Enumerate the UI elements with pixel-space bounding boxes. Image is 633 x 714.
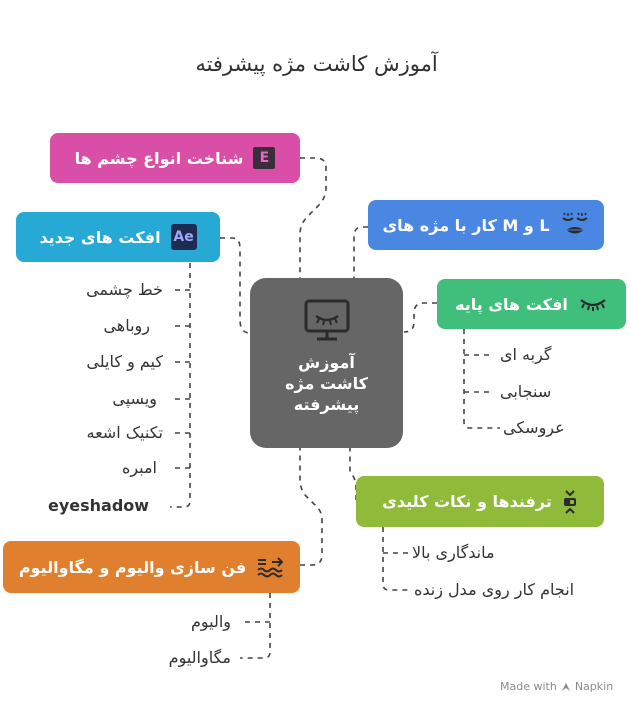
footer-credit: Made with Napkin bbox=[500, 680, 613, 693]
center-line-1: آموزش bbox=[298, 353, 355, 372]
branch-lm-curls[interactable]: L و M کار با مژه های bbox=[368, 200, 604, 250]
branch-new-effects-label: افکت های جدید bbox=[39, 227, 161, 247]
center-line-2: کاشت مژه bbox=[285, 374, 368, 393]
leaf-tip-1: ماندگاری بالا bbox=[412, 543, 495, 562]
branch-basic-effects-label: افکت های پایه bbox=[455, 294, 568, 314]
tips-toggle-icon bbox=[563, 489, 576, 514]
leaf-basic-effect-1: گربه ای bbox=[500, 345, 552, 364]
monitor-closed-eye-icon bbox=[304, 299, 350, 341]
center-topic-node[interactable]: آموزش کاشت مژه پیشرفته bbox=[250, 278, 403, 448]
made-with-text: Made with bbox=[500, 680, 557, 693]
branch-basic-effects[interactable]: افکت های پایه bbox=[437, 279, 626, 329]
leaf-new-effect-3: کیم و کایلی bbox=[86, 352, 163, 371]
napkin-brand-text: Napkin bbox=[574, 680, 614, 693]
branch-eye-types-label: شناخت انواع چشم ها bbox=[74, 148, 244, 168]
leaf-basic-effect-2: سنجابی bbox=[500, 382, 552, 401]
leaf-new-effect-6: امبره bbox=[121, 458, 157, 477]
leaf-new-effect-1: خط چشمی bbox=[86, 280, 163, 299]
leaf-tip-2: انجام کار روی مدل زنده bbox=[414, 580, 575, 599]
branch-lm-label: L و M کار با مژه های bbox=[382, 215, 550, 235]
napkin-logo-icon bbox=[561, 682, 570, 691]
leaf-new-effect-4: ویسپی bbox=[112, 389, 157, 408]
leaf-basic-effect-3: عروسکی bbox=[503, 418, 565, 437]
page-title: آموزش کاشت مژه پیشرفته bbox=[195, 52, 438, 76]
branch-new-effects[interactable]: Ae افکت های جدید bbox=[16, 212, 220, 262]
lashes-lips-icon bbox=[561, 212, 588, 234]
leaf-new-effect-7: eyeshadow bbox=[48, 496, 150, 515]
branch-volume[interactable]: فن سازی والیوم و مگاوالیوم bbox=[3, 541, 300, 593]
branch-tips[interactable]: ترفندها و نکات کلیدی bbox=[356, 476, 604, 527]
leaf-new-effect-5: تکنیک اشعه bbox=[86, 423, 164, 442]
after-effects-badge-icon: Ae bbox=[170, 224, 197, 250]
branch-volume-label: فن سازی والیوم و مگاوالیوم bbox=[18, 557, 247, 577]
fan-waves-icon bbox=[257, 557, 284, 578]
branch-tips-label: ترفندها و نکات کلیدی bbox=[382, 492, 552, 511]
branch-eye-types[interactable]: E شناخت انواع چشم ها bbox=[50, 133, 300, 183]
closed-eye-lashes-icon bbox=[580, 299, 606, 311]
leaf-volume-1: والیوم bbox=[190, 612, 231, 631]
letter-e-badge-icon: E bbox=[253, 147, 276, 169]
leaf-volume-2: مگاوالیوم bbox=[168, 648, 231, 667]
leaf-new-effect-2: روباهی bbox=[103, 316, 150, 335]
center-line-3: پیشرفته bbox=[293, 395, 360, 414]
